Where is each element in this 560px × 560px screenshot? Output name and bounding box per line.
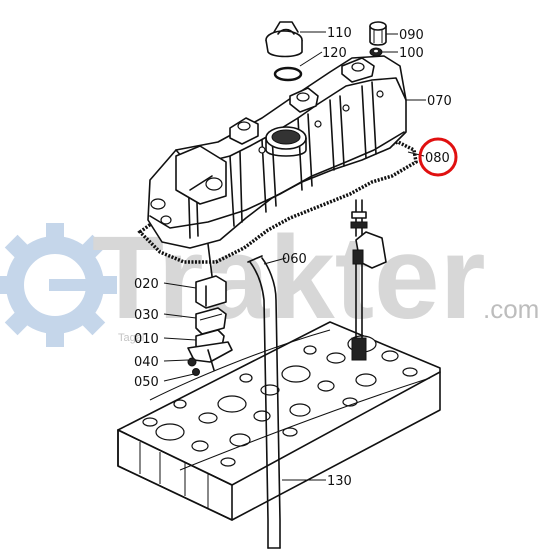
callout-050[interactable]: 050: [134, 375, 159, 390]
watermark-gear-icon: [0, 223, 117, 347]
cover-nut: [369, 21, 387, 46]
leader-lines: [163, 31, 426, 481]
watermark-domain: .com: [483, 294, 539, 324]
cover-washer: [369, 47, 383, 57]
watermark: Trakter .com Tagal: [0, 212, 539, 347]
oil-filler-neck: [265, 126, 307, 157]
head-cover-gasket: [137, 140, 418, 264]
breather-hose: [247, 255, 281, 549]
callout-030[interactable]: 030: [134, 308, 159, 323]
filler-cap-o-ring: [273, 66, 303, 82]
callout-110[interactable]: 110: [327, 26, 352, 41]
callout-090[interactable]: 090: [399, 28, 424, 43]
callout-130[interactable]: 130: [327, 474, 352, 489]
cylinder-head-ports: [142, 335, 418, 467]
callout-080[interactable]: 080: [425, 151, 450, 166]
highlight-ring-080: [418, 137, 458, 177]
oil-filler-cap: [265, 21, 303, 58]
callout-100[interactable]: 100: [399, 46, 424, 61]
callout-020[interactable]: 020: [134, 277, 159, 292]
callout-labels: 110 120 090 100 070 080 060 020 030 010 …: [134, 26, 452, 489]
head-cover-stud: [350, 199, 387, 361]
callout-010[interactable]: 010: [134, 332, 159, 347]
watermark-tagline: Tagal: [118, 332, 144, 344]
callout-120[interactable]: 120: [322, 46, 347, 61]
callout-060[interactable]: 060: [282, 252, 307, 267]
head-cover: [137, 55, 418, 264]
bracket-assembly: [187, 243, 233, 376]
callout-040[interactable]: 040: [134, 355, 159, 370]
callout-070[interactable]: 070: [427, 94, 452, 109]
